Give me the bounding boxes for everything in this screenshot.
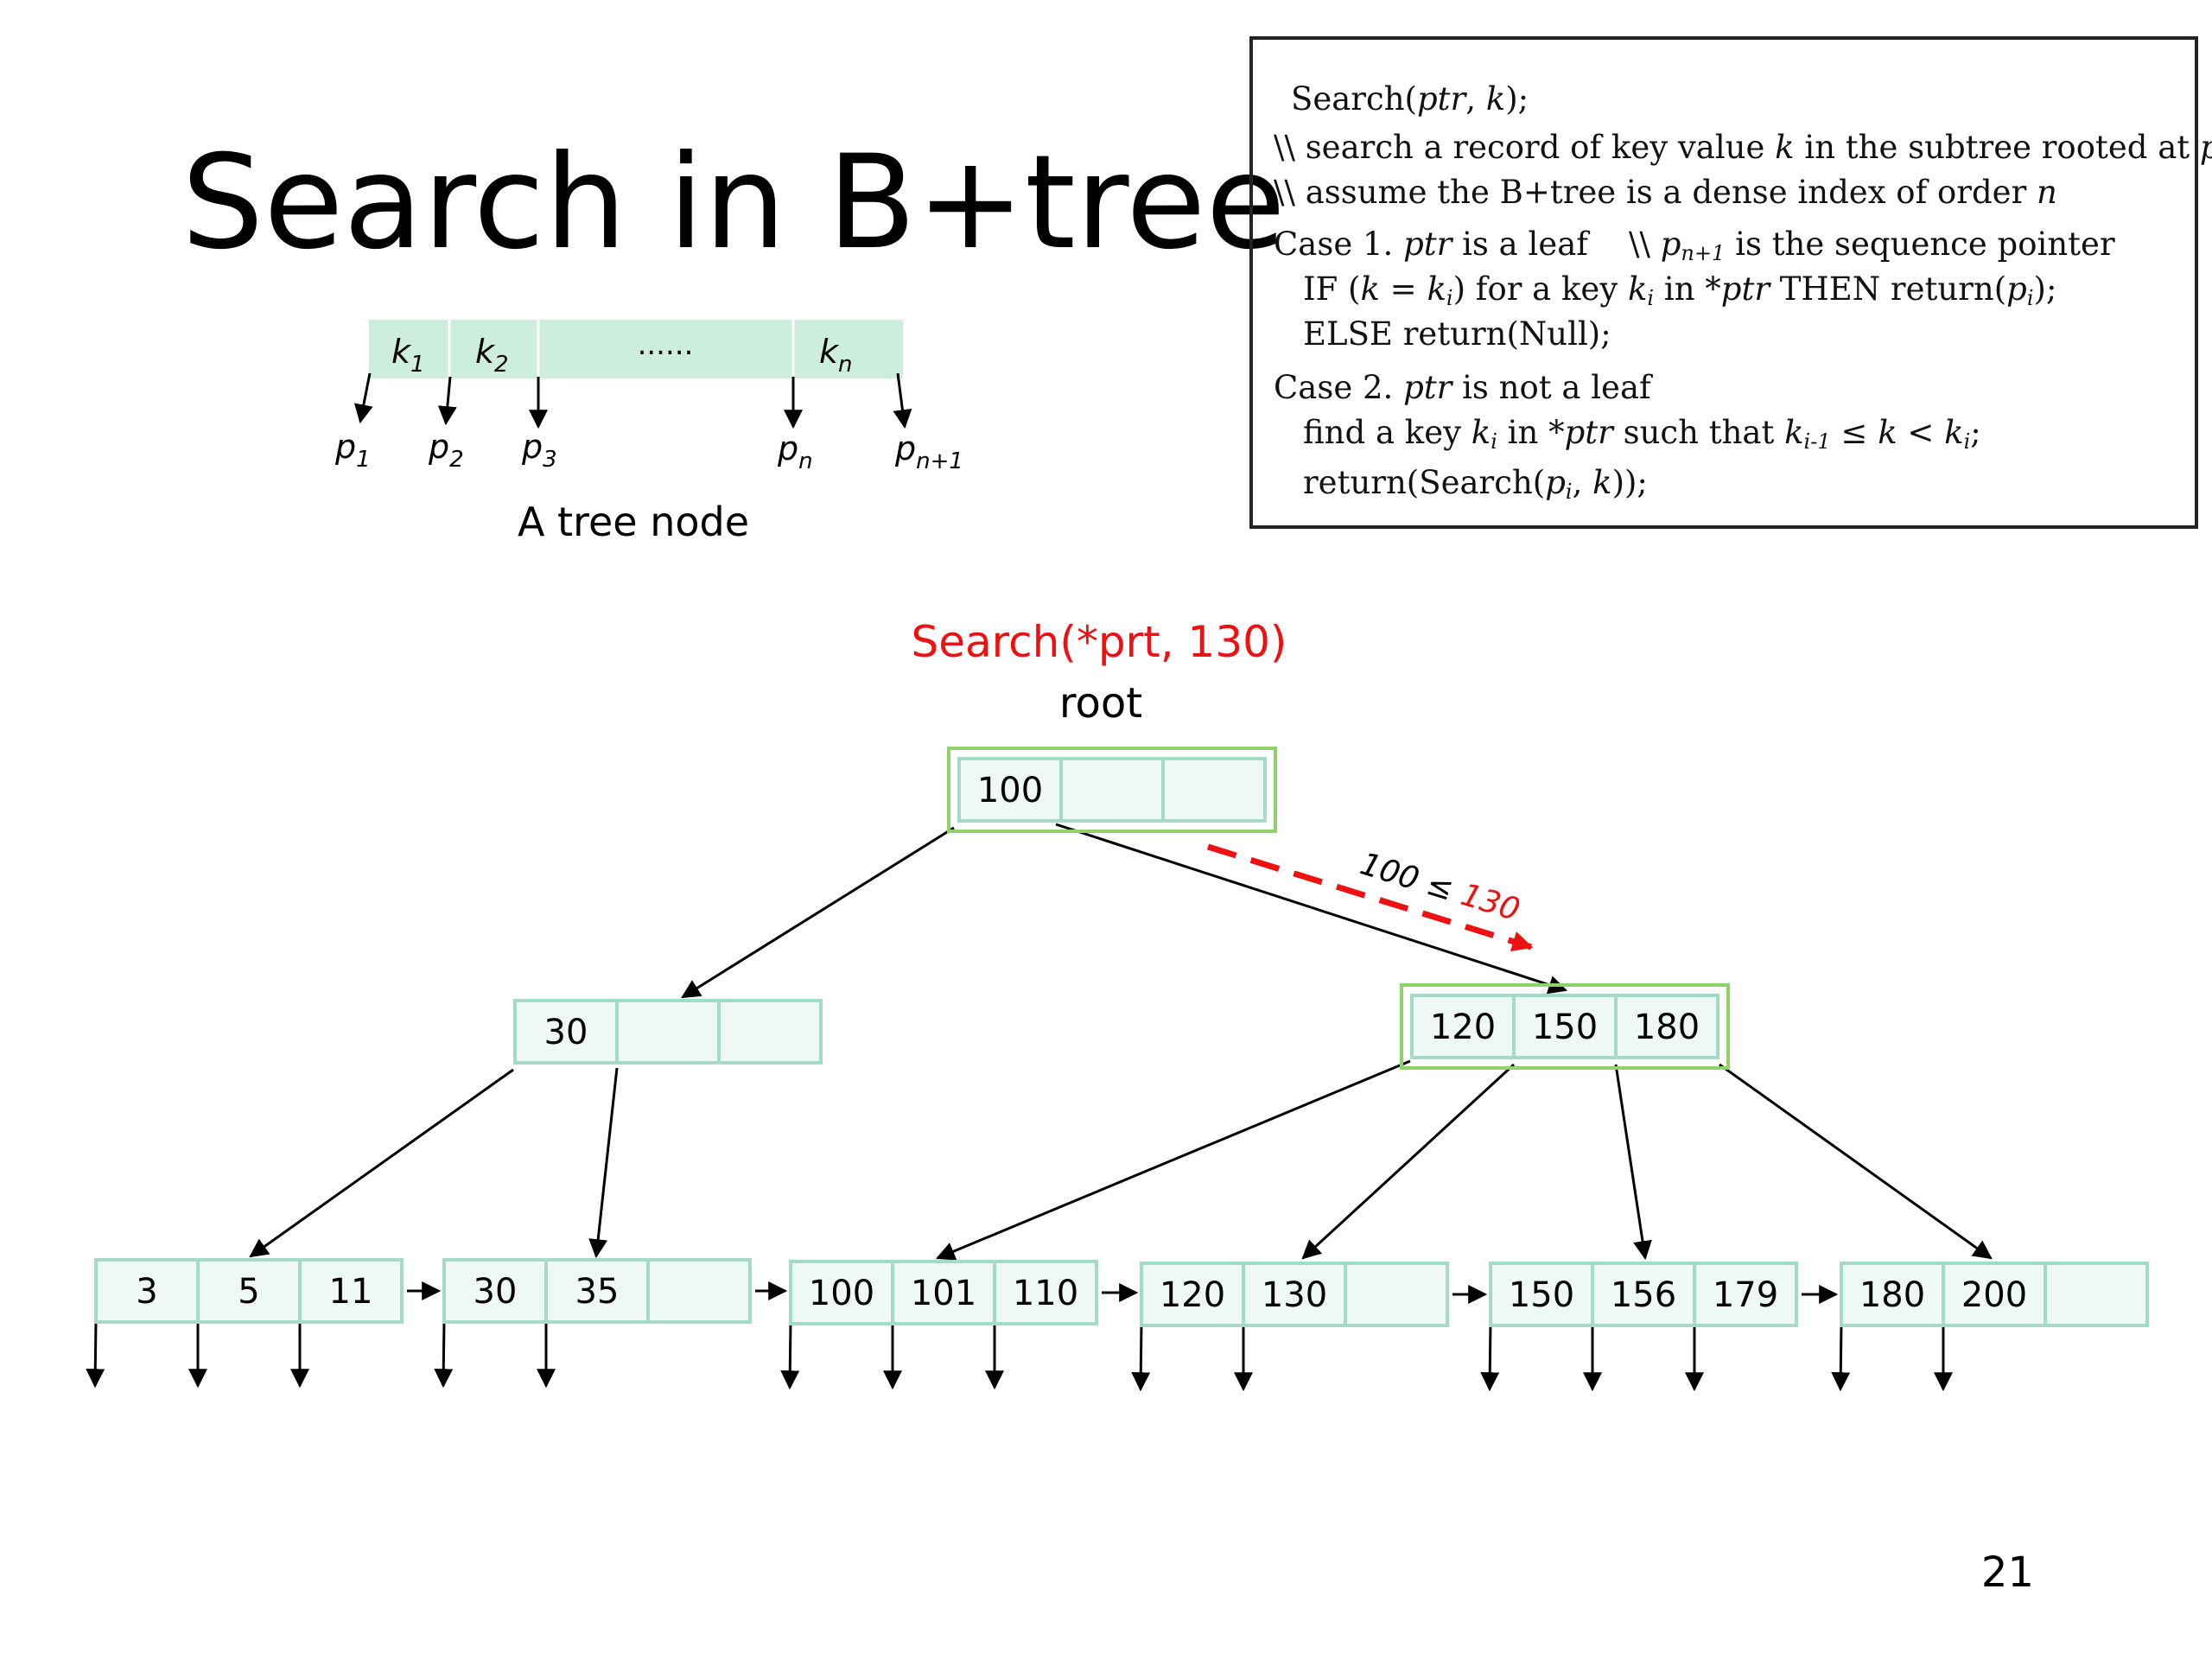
- key-cell: [544, 1258, 650, 1324]
- algo-case-2: Case 2. ptr is not a leaf: [1274, 369, 1651, 406]
- key-cell: [957, 757, 1063, 823]
- key-cell: [298, 1258, 404, 1324]
- pointer-arrow: [249, 1068, 514, 1258]
- legend-node-body: [369, 320, 903, 378]
- key-label: 110: [1013, 1274, 1078, 1313]
- internal-node: 120 150 180: [1400, 983, 1730, 1070]
- key-label: 179: [1713, 1275, 1778, 1315]
- key-cell: [1489, 1262, 1594, 1327]
- leaf-node: 180 200: [1840, 1262, 2149, 1327]
- algo-signature: Search(ptr, k);: [1291, 80, 1529, 118]
- pointer-arrow: [588, 1067, 619, 1259]
- legend-pointer-n-plus-1: pn+1: [894, 429, 963, 474]
- algorithm-box: Search(ptr, k); \\ search a record of ke…: [1249, 36, 2212, 529]
- search-path-arrow: [1206, 843, 1534, 952]
- legend-pointer-1: p1: [334, 428, 371, 473]
- legend-key-1: k1: [391, 333, 425, 378]
- pointer-arrow: [681, 826, 955, 999]
- key-cell: [993, 1260, 1098, 1325]
- legend-caption: A tree node: [518, 499, 749, 545]
- key-label: 150: [1532, 1007, 1598, 1047]
- pointer-arrow: [1301, 1063, 1516, 1260]
- key-cell: [646, 1258, 752, 1324]
- key-cell: [615, 999, 721, 1065]
- algo-find-line: find a key ki in *ptr such that ki-1 ≤ k…: [1303, 414, 1981, 454]
- search-query-label: Search(*prt, 130): [912, 617, 1287, 667]
- pointer-arrow: [1614, 1064, 1652, 1261]
- key-cell: [789, 1260, 894, 1325]
- key-label: 120: [1430, 1007, 1496, 1047]
- key-cell: [2044, 1262, 2149, 1327]
- key-label: 120: [1160, 1275, 1225, 1315]
- leaf-node: 120 130: [1140, 1262, 1449, 1327]
- page-number: 21: [1980, 1548, 2034, 1597]
- key-label: 35: [575, 1272, 620, 1312]
- leaf-node: 150 156 179: [1489, 1262, 1798, 1327]
- legend-ellipsis: ......: [638, 327, 694, 362]
- algo-comment-1: \\ search a record of key value k in the…: [1274, 129, 2212, 166]
- key-cell: [196, 1258, 302, 1324]
- key-label: 150: [1509, 1275, 1574, 1315]
- key-label: 100: [977, 771, 1043, 810]
- key-label: 5: [238, 1272, 259, 1312]
- pointer-arrow: [86, 1319, 105, 1389]
- slide-title: Search in B+tree: [181, 128, 1286, 278]
- legend-pointer-n: pn: [777, 429, 813, 474]
- key-cell: [1693, 1262, 1798, 1327]
- pointer-arrow: [780, 1321, 800, 1390]
- pointer-arrow: [1055, 823, 1568, 995]
- legend-key-2: k2: [475, 333, 509, 378]
- pointer-arrow: [1831, 1323, 1851, 1392]
- leaf-node: 30 35: [442, 1258, 752, 1324]
- key-label: 100: [809, 1274, 874, 1313]
- key-cell: [891, 1260, 996, 1325]
- key-label: 156: [1611, 1275, 1676, 1315]
- root-node-highlight: [947, 747, 1277, 833]
- algo-comment-2: \\ assume the B+tree is a dense index of…: [1274, 174, 2057, 211]
- internal-node-highlight: [1400, 983, 1730, 1070]
- key-label: 200: [1961, 1275, 2027, 1315]
- key-label: 3: [136, 1272, 157, 1312]
- key-cell: [1059, 757, 1165, 823]
- key-label: 180: [1859, 1275, 1925, 1315]
- algo-return-line: return(Search(pi, k));: [1303, 464, 1648, 504]
- algo-if-line: IF (k = ki) for a key ki in *ptr THEN re…: [1303, 270, 2057, 310]
- key-label: 180: [1634, 1007, 1700, 1047]
- algo-case-1: Case 1. ptr is a leaf \\ pn+1 is the seq…: [1274, 226, 2115, 265]
- leaf-node: 3 5 11: [94, 1258, 404, 1324]
- key-label: 101: [911, 1274, 976, 1313]
- pointer-arrow: [1719, 1063, 1993, 1260]
- internal-node: 30: [513, 999, 823, 1065]
- legend-node: k1 k2 ...... kn p1 p2 p3 pn pn+1 A tree …: [334, 320, 963, 545]
- legend-pointer-arrow: [354, 372, 373, 424]
- legend-pointer-2: p2: [428, 428, 464, 473]
- legend-pointer-arrow: [893, 372, 912, 429]
- pointer-arrow: [935, 1059, 1411, 1261]
- root-label: root: [1059, 679, 1142, 728]
- root-node: 100: [947, 747, 1277, 833]
- key-cell: [1344, 1262, 1449, 1327]
- legend-key-n: kn: [819, 333, 853, 378]
- tree-edges: [86, 823, 1993, 1392]
- key-label: 130: [1262, 1275, 1327, 1315]
- key-cell: [1161, 757, 1267, 823]
- key-label: 30: [544, 1013, 588, 1052]
- algo-else-line: ELSE return(Null);: [1303, 315, 1611, 353]
- key-cell: [1614, 994, 1719, 1059]
- key-label: 30: [474, 1272, 518, 1312]
- legend-pointer-arrow: [437, 376, 457, 426]
- pointer-arrow: [1480, 1323, 1500, 1392]
- leaf-node: 100 101 110: [789, 1260, 1098, 1325]
- key-cell: [513, 999, 619, 1065]
- legend-pointer-3: p3: [521, 428, 557, 473]
- key-cell: [1410, 994, 1516, 1059]
- key-label: 11: [329, 1272, 373, 1312]
- pointer-arrow: [434, 1319, 454, 1389]
- key-cell: [717, 999, 823, 1065]
